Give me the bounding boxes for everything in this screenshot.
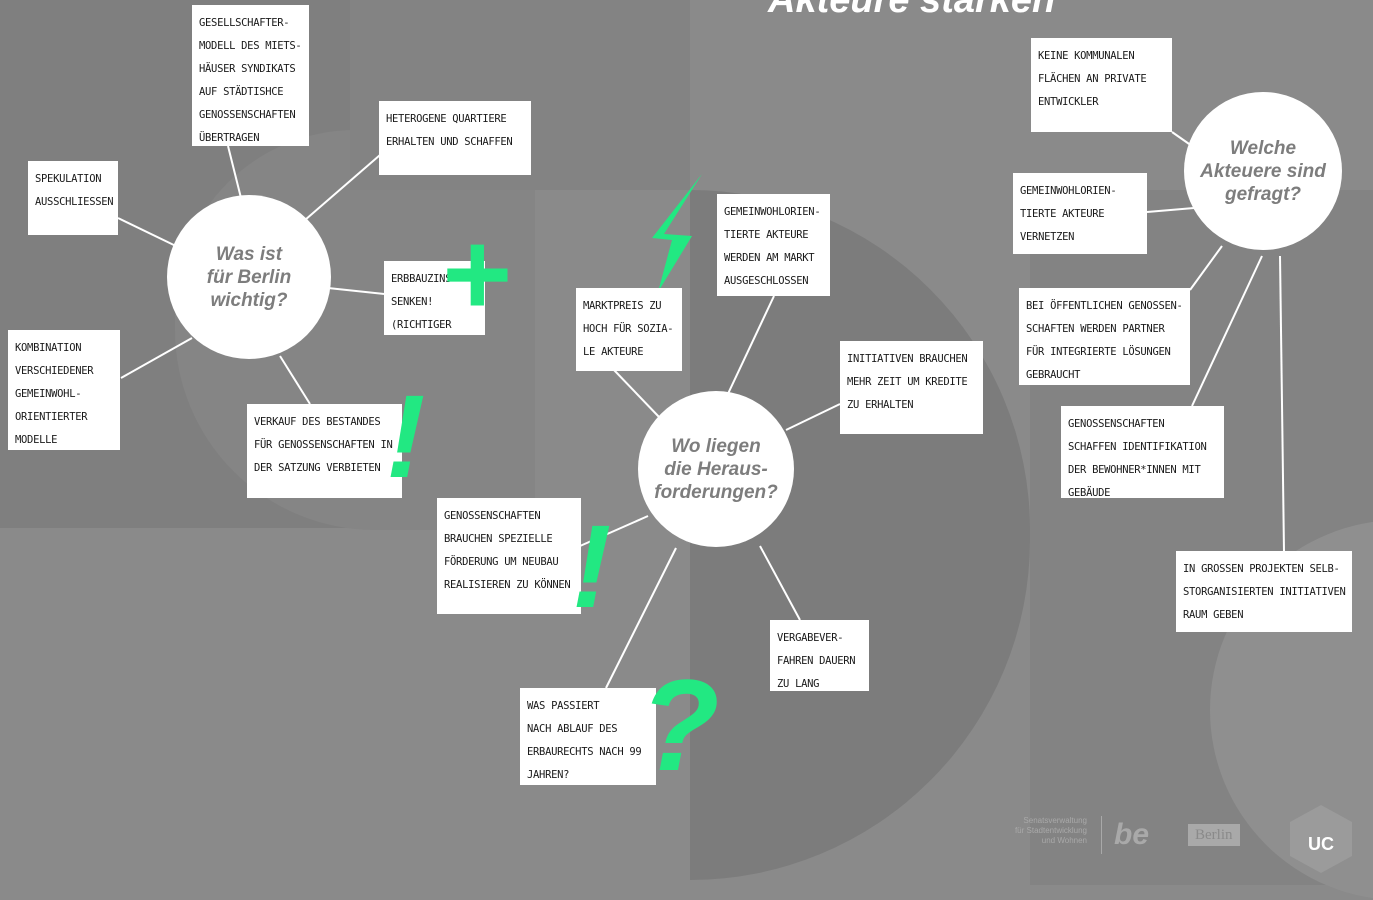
line-challenges-vergabe [759, 545, 801, 621]
question-icon: ? [640, 652, 720, 798]
note-initiativen-zeit: Initiativen brauchen mehr Zeit um Kredit… [840, 341, 983, 434]
note-erbbauzins: Erbbauzins senken! (richtiger Weg) [384, 261, 485, 335]
line-actors-partner [1189, 245, 1223, 291]
hub-berlin-label: Was ist für Berlin wichtig? [206, 243, 292, 311]
note-neubau: Genossenschaften brauchen spezielle Förd… [437, 498, 581, 614]
note-heterogene: Heterogene Quartiere erhalten und schaff… [379, 101, 531, 175]
hub-actors: Welche Akteuere sind gefragt? [1184, 92, 1342, 250]
note-grossprojekte: In grossen Projekten selb- storganisiert… [1176, 551, 1352, 632]
hub-berlin: Was ist für Berlin wichtig? [167, 195, 331, 359]
note-erbaurecht: Was passiert nach Ablauf des Erbaurechts… [520, 688, 656, 785]
note-vernetzen: Gemeinwohlorien- tierte Akteure vernetze… [1013, 173, 1147, 254]
note-keine-flaechen: Keine kommunalen Flächen an private Entw… [1031, 38, 1172, 132]
note-gemeinwohl-markt: Gemeinwohlorien- tierte Akteure werden a… [717, 194, 830, 296]
plus-icon: + [440, 207, 511, 341]
berlin-logo-badge: Berlin [1188, 824, 1240, 846]
uc-logo-text: UC [1308, 833, 1334, 854]
note-identifikation: Genossenschaften schaffen Identifikation… [1061, 406, 1224, 498]
hub-actors-label: Welche Akteuere sind gefragt? [1200, 137, 1326, 205]
line-berlin-verkauf [279, 355, 311, 405]
line-berlin-erbbauzins [327, 287, 385, 295]
line-challenges-initiativen [785, 403, 841, 431]
note-gesellschafter: Gesellschafter- modell des Miets- häuser… [192, 5, 309, 146]
line-berlin-kombination [120, 337, 193, 379]
line-challenges-gemeinwohl [725, 295, 775, 399]
line-actors-vernetzen [1146, 207, 1195, 213]
hub-challenges: Wo liegen die Heraus- forderungen? [638, 391, 794, 547]
exclamation-icon: ! [572, 501, 612, 633]
uc-logo: UC [1290, 805, 1352, 873]
line-challenges-erbaurecht [605, 547, 677, 689]
line-challenges-marktpreis [613, 369, 661, 419]
line-actors-gross [1279, 255, 1285, 553]
line-berlin-spekulation [117, 217, 181, 249]
logo-divider [1101, 816, 1102, 854]
line-berlin-gesellschafter [227, 145, 242, 199]
note-partner: Bei öffentlichen Genossen- schaften werd… [1019, 288, 1190, 385]
note-kombination: Kombination verschiedener Gemeinwohl- or… [8, 330, 120, 450]
senate-logo-text: Senatsverwaltung für Stadtentwicklung un… [1014, 816, 1087, 845]
page-title: Akteure stärken [768, 0, 1056, 21]
line-berlin-heterogene [304, 154, 381, 221]
note-vergabe: Vergabever- fahren dauern zu lang [770, 620, 869, 691]
hub-challenges-label: Wo liegen die Heraus- forderungen? [654, 435, 778, 503]
line-challenges-neubau [579, 515, 649, 547]
line-actors-identifikation [1191, 255, 1263, 407]
note-marktpreis: Marktpreis zu hoch für sozia- le Akteure [576, 288, 682, 371]
be-berlin-logo: be [1114, 818, 1150, 851]
note-spekulation: Spekulation ausschliessen [28, 161, 118, 235]
note-verkauf: Verkauf des Bestandes für Genossenschaft… [247, 404, 402, 498]
exclamation-icon: ! [386, 371, 426, 503]
